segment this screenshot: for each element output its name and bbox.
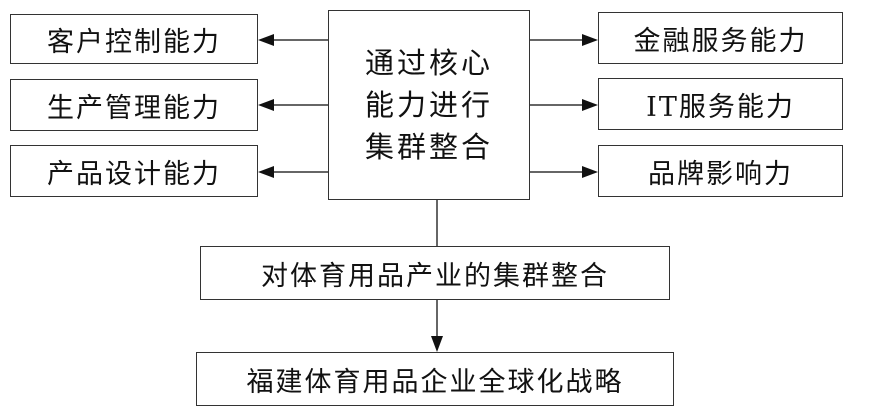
it-service-box: IT服务能力 bbox=[598, 78, 843, 130]
production-management-box: 生产管理能力 bbox=[10, 79, 258, 131]
industry-integration-box: 对体育用品产业的集群整合 bbox=[200, 246, 670, 300]
arrow-to-product-design bbox=[258, 166, 328, 178]
arrow-to-strategy bbox=[431, 300, 443, 352]
globalization-strategy-label: 福建体育用品企业全球化战略 bbox=[246, 366, 624, 398]
arrow-to-brand-influence bbox=[530, 166, 598, 178]
product-design-label: 产品设计能力 bbox=[47, 158, 221, 190]
arrow-to-financial-service bbox=[530, 34, 598, 46]
center-text-line-1: 通过核心 bbox=[364, 46, 493, 80]
core-capability-integration-box: 通过核心 能力进行 集群整合 bbox=[328, 10, 530, 200]
globalization-strategy-box: 福建体育用品企业全球化战略 bbox=[196, 352, 674, 406]
financial-service-label: 金融服务能力 bbox=[633, 25, 808, 57]
product-design-box: 产品设计能力 bbox=[10, 145, 258, 197]
financial-service-box: 金融服务能力 bbox=[598, 12, 843, 64]
production-management-label: 生产管理能力 bbox=[47, 92, 221, 124]
it-service-label: IT服务能力 bbox=[646, 91, 795, 123]
brand-influence-label: 品牌影响力 bbox=[648, 158, 793, 190]
customer-control-label: 客户控制能力 bbox=[47, 26, 221, 58]
arrow-to-it-service bbox=[530, 99, 598, 111]
center-text-line-3: 集群整合 bbox=[364, 130, 493, 164]
brand-influence-box: 品牌影响力 bbox=[598, 145, 843, 197]
arrow-to-customer-control bbox=[258, 34, 328, 46]
center-text-line-2: 能力进行 bbox=[364, 88, 493, 122]
arrow-to-production-management bbox=[258, 99, 328, 111]
industry-integration-label: 对体育用品产业的集群整合 bbox=[261, 260, 609, 292]
customer-control-box: 客户控制能力 bbox=[10, 14, 258, 64]
